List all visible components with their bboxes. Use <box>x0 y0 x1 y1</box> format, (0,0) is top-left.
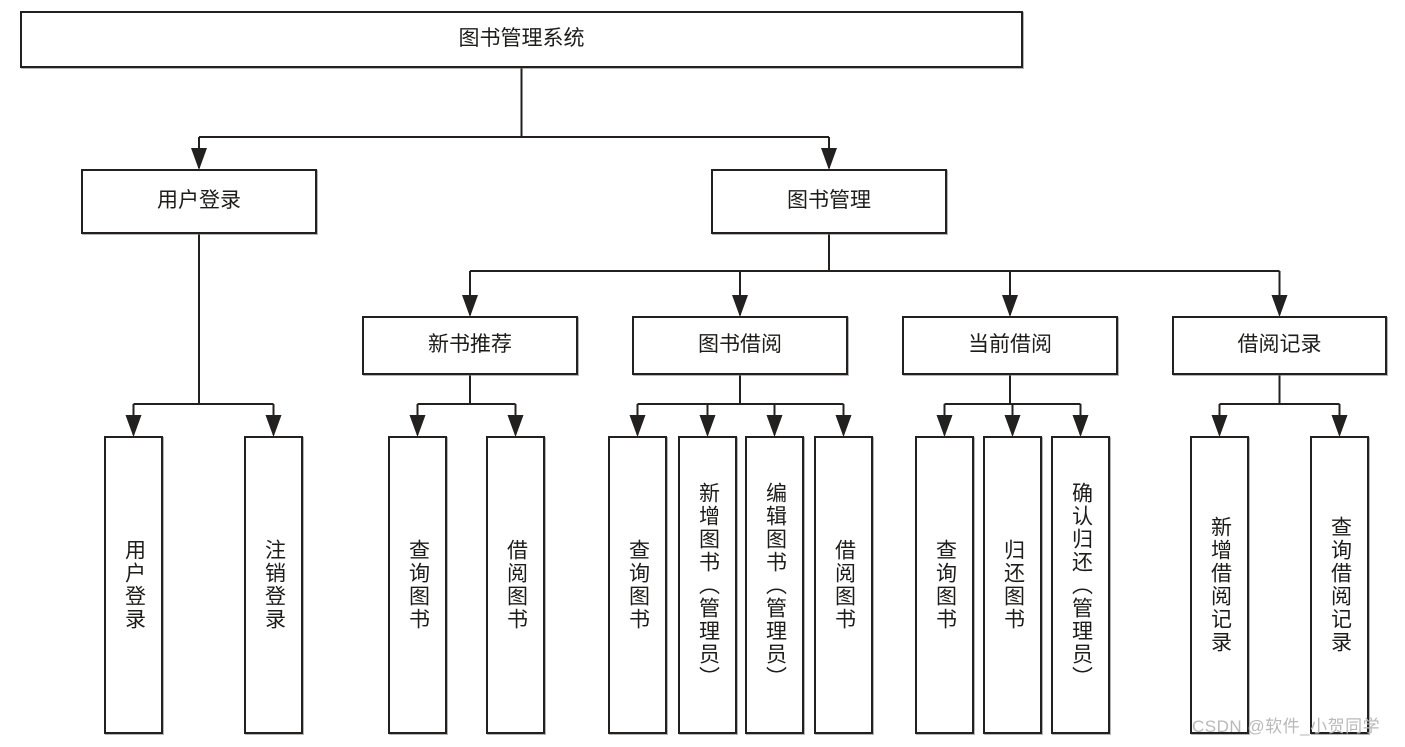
node-label-bookmgmt: 图书管理 <box>787 189 871 213</box>
node-label-leaf12: 新增借阅记录 <box>1208 516 1232 654</box>
node-label-records: 借阅记录 <box>1237 333 1322 357</box>
node-box-leaf11[interactable]: 确认归还（管理员） <box>1051 436 1110 734</box>
node-label-leaf7: 编辑图书（管理员） <box>763 481 787 689</box>
node-label-leaf3: 查询图书 <box>406 539 430 631</box>
node-box-leaf1[interactable]: 用户登录 <box>104 436 163 734</box>
node-label-newbook: 新书推荐 <box>428 333 512 357</box>
arrowhead-icon <box>1002 295 1018 317</box>
node-box-current[interactable]: 当前借阅 <box>902 316 1118 375</box>
node-box-leaf13[interactable]: 查询借阅记录 <box>1310 436 1369 734</box>
node-box-leaf6[interactable]: 新增图书（管理员） <box>678 436 737 734</box>
node-box-leaf7[interactable]: 编辑图书（管理员） <box>745 436 804 734</box>
arrowhead-icon <box>629 415 646 437</box>
node-label-leaf2: 注销登录 <box>262 539 286 631</box>
node-label-root: 图书管理系统 <box>458 27 585 51</box>
node-label-leaf8: 借阅图书 <box>832 539 856 631</box>
arrowhead-icon <box>766 415 783 437</box>
node-box-borrow[interactable]: 图书借阅 <box>632 316 848 375</box>
arrowhead-icon <box>507 415 524 437</box>
arrowhead-icon <box>265 415 282 437</box>
node-box-leaf5[interactable]: 查询图书 <box>608 436 667 734</box>
arrowhead-icon <box>1331 415 1348 437</box>
node-box-leaf8[interactable]: 借阅图书 <box>814 436 873 734</box>
node-box-leaf3[interactable]: 查询图书 <box>388 436 447 734</box>
node-label-leaf10: 归还图书 <box>1001 539 1025 631</box>
node-label-leaf11: 确认归还（管理员） <box>1069 481 1093 689</box>
watermark-text: CSDN @软件_小贺同学 <box>1192 717 1381 736</box>
arrowhead-icon <box>1004 415 1021 437</box>
node-box-root[interactable]: 图书管理系统 <box>20 11 1023 68</box>
node-box-leaf12[interactable]: 新增借阅记录 <box>1190 436 1249 734</box>
arrowhead-icon <box>191 148 207 170</box>
arrowhead-icon <box>835 415 852 437</box>
arrowhead-icon <box>409 415 426 437</box>
node-box-leaf2[interactable]: 注销登录 <box>244 436 303 734</box>
node-label-leaf13: 查询借阅记录 <box>1328 516 1352 654</box>
arrowhead-icon <box>1072 415 1089 437</box>
arrowhead-icon <box>1211 415 1228 437</box>
arrowhead-icon <box>936 415 953 437</box>
node-box-leaf9[interactable]: 查询图书 <box>915 436 974 734</box>
node-label-leaf5: 查询图书 <box>626 539 650 631</box>
node-label-leaf9: 查询图书 <box>933 539 957 631</box>
arrowhead-icon <box>732 295 748 317</box>
node-label-current: 当前借阅 <box>968 333 1052 357</box>
node-label-login: 用户登录 <box>157 189 241 213</box>
arrowhead-icon <box>821 148 837 170</box>
node-label-leaf6: 新增图书（管理员） <box>696 481 720 689</box>
arrowhead-icon <box>699 415 716 437</box>
node-label-leaf4: 借阅图书 <box>504 539 528 631</box>
node-box-login[interactable]: 用户登录 <box>81 169 317 234</box>
node-box-leaf4[interactable]: 借阅图书 <box>486 436 545 734</box>
node-box-bookmgmt[interactable]: 图书管理 <box>711 169 947 234</box>
edge-group <box>125 68 1348 437</box>
node-box-leaf10[interactable]: 归还图书 <box>983 436 1042 734</box>
arrowhead-icon <box>462 295 478 317</box>
node-label-leaf1: 用户登录 <box>122 539 146 631</box>
node-label-borrow: 图书借阅 <box>698 333 782 357</box>
node-box-records[interactable]: 借阅记录 <box>1172 316 1387 375</box>
node-box-newbook[interactable]: 新书推荐 <box>362 316 578 375</box>
arrowhead-icon <box>125 415 142 437</box>
arrowhead-icon <box>1271 295 1288 317</box>
